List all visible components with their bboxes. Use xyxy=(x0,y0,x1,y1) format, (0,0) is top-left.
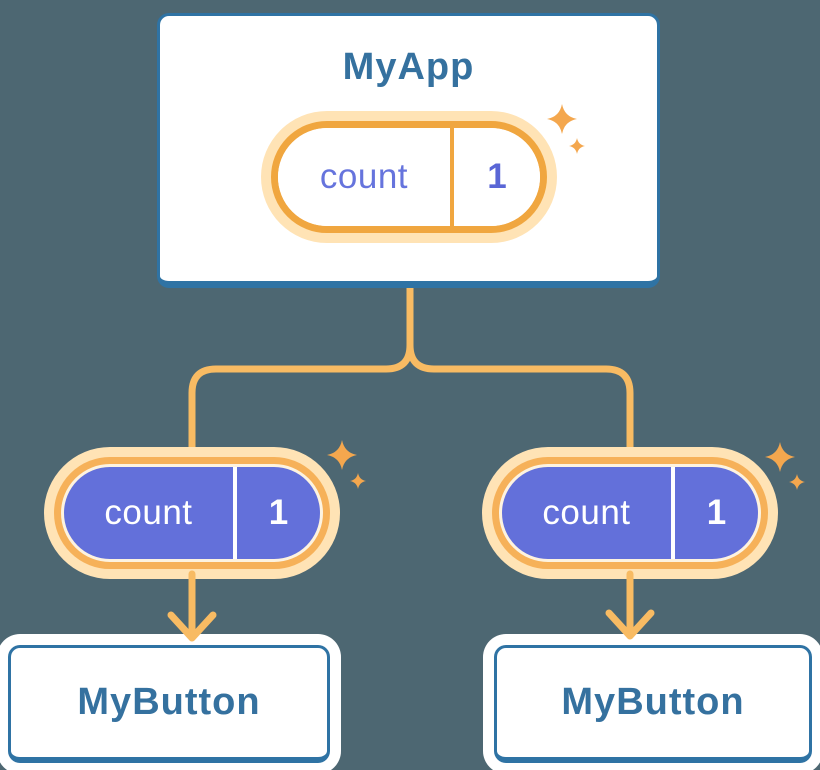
state-pill-ring: count 1 xyxy=(492,457,768,569)
state-pill-divider xyxy=(450,128,455,226)
state-pill-label: count xyxy=(542,493,631,532)
state-pill-value: 1 xyxy=(268,493,289,532)
state-pill-divider xyxy=(670,467,675,559)
state-pill-child-left: count 1 xyxy=(44,447,340,579)
arrow-down-icon xyxy=(605,570,655,640)
state-pill-body: count 1 xyxy=(502,467,758,559)
state-pill-value: 1 xyxy=(706,493,727,532)
component-title: MyButton xyxy=(561,681,745,723)
sparkle-icon xyxy=(327,440,366,489)
arrow-down-icon xyxy=(167,570,217,642)
component-card-child-right: MyButton xyxy=(494,645,812,763)
state-pill-value: 1 xyxy=(487,157,507,196)
state-pill-child-right: count 1 xyxy=(482,447,778,579)
component-title: MyApp xyxy=(342,46,475,88)
state-pill-label: count xyxy=(104,493,193,532)
state-pill-body: count 1 xyxy=(64,467,320,559)
component-card-root: MyApp count 1 xyxy=(157,13,660,288)
component-card-child-left: MyButton xyxy=(8,645,330,763)
state-pill-root: count 1 xyxy=(260,111,557,243)
component-title: MyButton xyxy=(77,681,261,723)
state-pill-label: count xyxy=(319,157,409,196)
state-pill-ring: count 1 xyxy=(54,457,330,569)
state-pill-ring: count 1 xyxy=(270,121,547,233)
state-pill-body: count 1 xyxy=(277,128,540,226)
